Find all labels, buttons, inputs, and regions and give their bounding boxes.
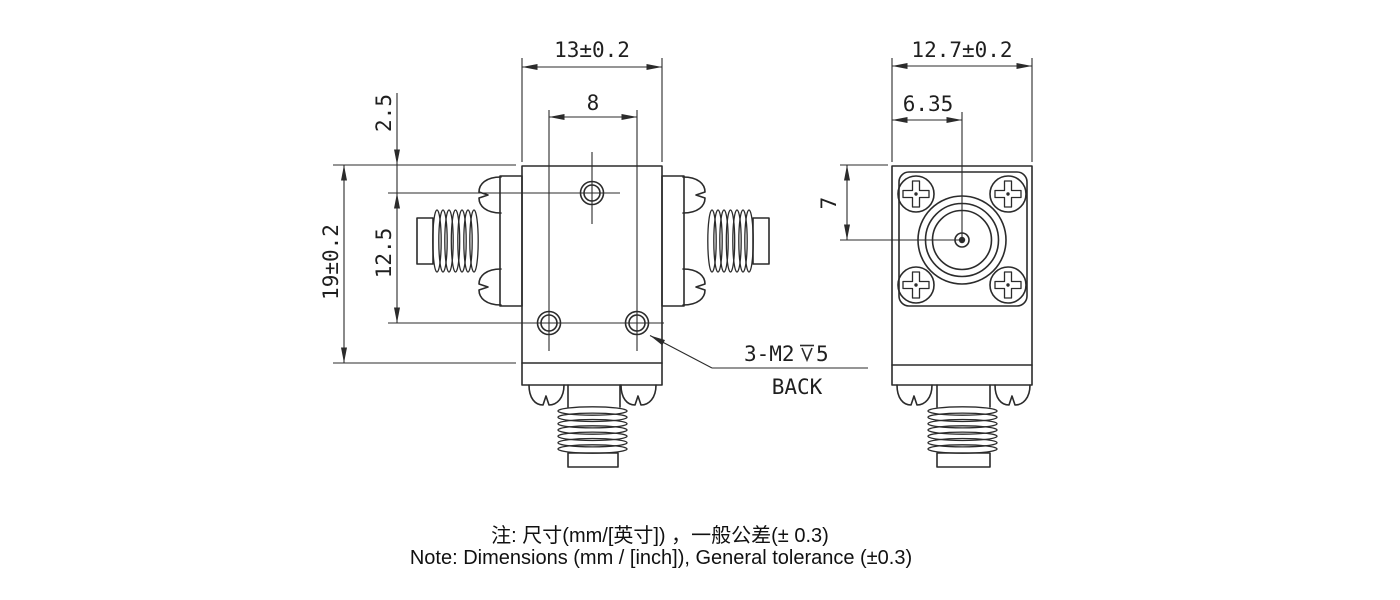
side-bottom-nut-flat-right bbox=[994, 384, 1031, 406]
right-connector-tip bbox=[752, 217, 770, 265]
right-nut-flat-top bbox=[682, 176, 706, 214]
center-height-dim-text: 7 bbox=[817, 197, 841, 210]
side-view-dimensions bbox=[840, 58, 1033, 241]
center-offset-dim-text: 6.35 bbox=[903, 92, 954, 116]
right-sma-connector bbox=[661, 175, 770, 307]
front-view-body bbox=[416, 165, 770, 468]
phillips-screw-icon-bottom-left bbox=[897, 266, 935, 304]
front-height-dim-text: 19±0.2 bbox=[319, 224, 343, 300]
side-bottom-connector-tip bbox=[936, 452, 991, 468]
front-bottom-connector-threads bbox=[557, 406, 628, 454]
right-connector-threads bbox=[707, 209, 754, 273]
side-bottom-connector-threads bbox=[927, 406, 998, 454]
note-line-en: Note: Dimensions (mm / [inch]), General … bbox=[410, 547, 912, 569]
thread-callout-leader bbox=[649, 335, 713, 369]
side-width-dim-text: 12.7±0.2 bbox=[911, 38, 1012, 62]
thread-callout-face-text: BACK bbox=[772, 375, 823, 399]
thread-callout-prefix-text: 3-M2 bbox=[744, 342, 795, 366]
hole-row-offset-dim-text: 12.5 bbox=[372, 228, 396, 279]
depth-symbol-icon bbox=[800, 344, 814, 363]
front-view-dimensions bbox=[333, 58, 868, 369]
left-nut-flat-top bbox=[478, 176, 502, 214]
right-nut-flat-bottom bbox=[682, 268, 706, 306]
hole-spacing-dim-text: 8 bbox=[587, 91, 600, 115]
side-bottom-sma-connector bbox=[896, 384, 1031, 468]
front-bottom-connector-tip bbox=[567, 452, 619, 468]
left-nut-flat-bottom bbox=[478, 268, 502, 306]
front-bottom-nut-flat-right bbox=[620, 384, 657, 406]
thread-callout: 3-M2 5 BACK bbox=[744, 342, 829, 399]
front-width-dim-text: 13±0.2 bbox=[554, 38, 630, 62]
top-hole-offset-dim-text: 2.5 bbox=[372, 94, 396, 132]
thread-callout-depth-text: 5 bbox=[816, 342, 829, 366]
note-line-zh: 注: 尺寸(mm/[英寸]) ，一般公差(± 0.3) bbox=[491, 524, 829, 547]
phillips-screw-icon-top-right bbox=[989, 175, 1027, 213]
front-bottom-sma-connector bbox=[528, 384, 657, 468]
front-bottom-nut-flat-left bbox=[528, 384, 565, 406]
connector-flange-plate bbox=[898, 171, 1028, 307]
phillips-screw-icon-top-left bbox=[897, 175, 935, 213]
left-connector-tip bbox=[416, 217, 434, 265]
phillips-screw-icon-bottom-right bbox=[989, 266, 1027, 304]
side-bottom-nut-flat-left bbox=[896, 384, 933, 406]
left-sma-connector bbox=[416, 175, 523, 307]
left-connector-threads bbox=[432, 209, 479, 273]
